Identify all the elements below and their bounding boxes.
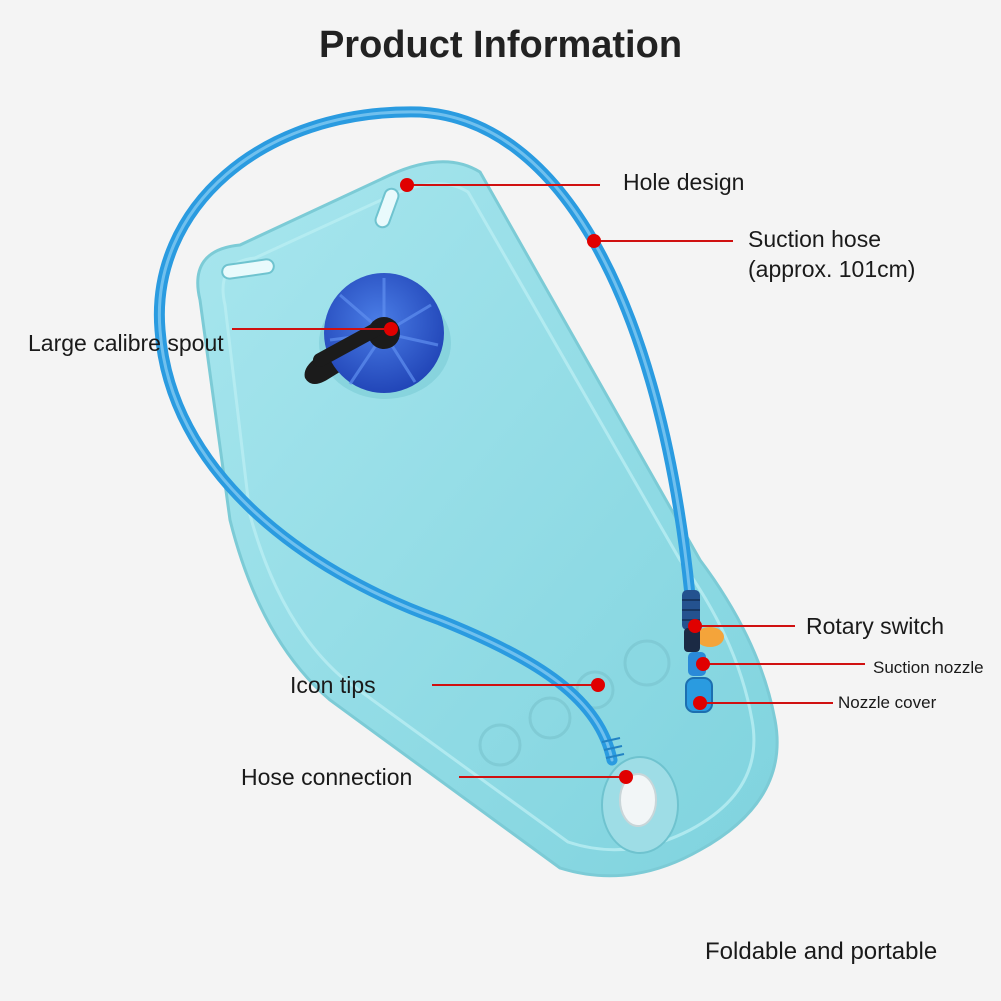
label-suction-hose-line1: Suction hose <box>748 226 881 252</box>
marker-hose-connection <box>619 770 633 784</box>
label-suction-hose: Suction hose (approx. 101cm) <box>748 224 915 284</box>
hanging-hole-top <box>374 187 400 229</box>
label-rotary-switch: Rotary switch <box>806 613 945 639</box>
label-nozzle-cover: Nozzle cover <box>838 693 937 712</box>
label-icon-tips: Icon tips <box>290 672 376 698</box>
marker-suction-nozzle <box>696 657 710 671</box>
callout-lines <box>232 184 865 778</box>
label-suction-nozzle: Suction nozzle <box>873 658 984 677</box>
callout-markers <box>384 178 710 784</box>
marker-rotary-switch <box>688 619 702 633</box>
page-title: Product Information <box>318 24 683 66</box>
marker-nozzle-cover <box>693 696 707 710</box>
hanging-hole-left <box>221 258 275 280</box>
marker-icon-tips <box>591 678 605 692</box>
label-hose-connection: Hose connection <box>241 764 413 790</box>
marker-spout <box>384 322 398 336</box>
hose-connection-port <box>601 756 679 854</box>
embossed-icons <box>478 639 671 767</box>
marker-hole-design <box>400 178 414 192</box>
marker-suction-hose <box>587 234 601 248</box>
label-large-calibre-spout: Large calibre spout <box>28 330 224 356</box>
footer-caption: Foldable and portable <box>705 938 938 965</box>
spout-cap <box>304 273 451 399</box>
hose-ribbed-connector <box>601 737 625 759</box>
label-suction-hose-line2: (approx. 101cm) <box>748 256 916 282</box>
label-hole-design: Hole design <box>623 169 745 195</box>
